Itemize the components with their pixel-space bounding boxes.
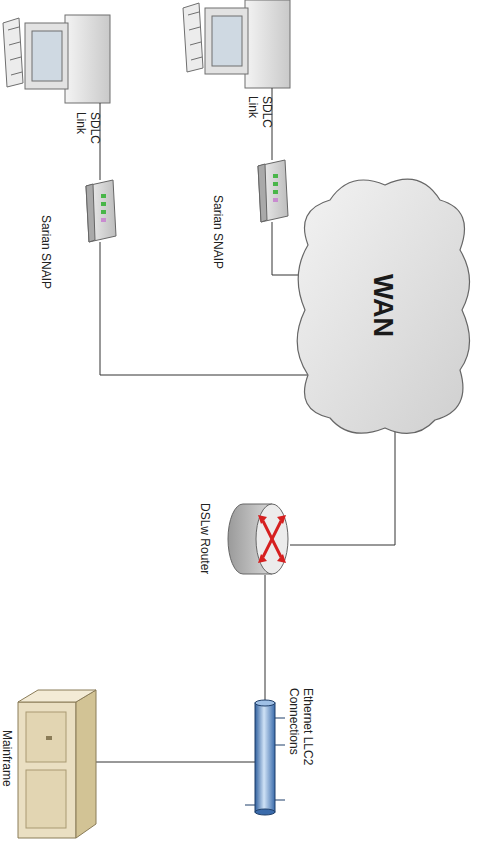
wan-cloud: WAN [290,170,475,440]
modem-device: Sarian SNAIP [83,180,118,242]
cloud-label-area: WAN [290,170,475,440]
node-label: Mainframe [0,730,14,810]
link-label: SDLC Link [246,96,274,144]
modem-outline [83,180,118,242]
link-line [96,762,255,763]
network-link [265,575,266,700]
computer-icon [183,0,290,160]
node-label: Sarian SNAIP [39,215,53,315]
mainframe-outline [18,690,96,838]
modem-outline [255,160,290,222]
computer-icon [3,15,110,180]
link-line [100,242,315,375]
network-link [290,425,395,545]
link-line [290,425,395,545]
bus-outline [255,700,275,815]
link-label: SDLC Link [74,112,102,160]
mainframe-box: Mainframe [18,690,96,838]
router-symbol: DSLw Router [225,503,290,575]
modem-device: Sarian SNAIP [255,160,290,222]
link-line [265,575,266,700]
network-link [96,762,255,763]
router-outline [225,503,290,575]
ethernet-bus: Ethernet LLC2 Connections [255,700,275,815]
cloud-label: WAN [367,274,398,337]
node-label: DSLw Router [198,503,212,593]
network-link [100,242,315,375]
node-label: Sarian SNAIP [211,195,225,295]
node-label: Ethernet LLC2 Connections [287,688,315,813]
